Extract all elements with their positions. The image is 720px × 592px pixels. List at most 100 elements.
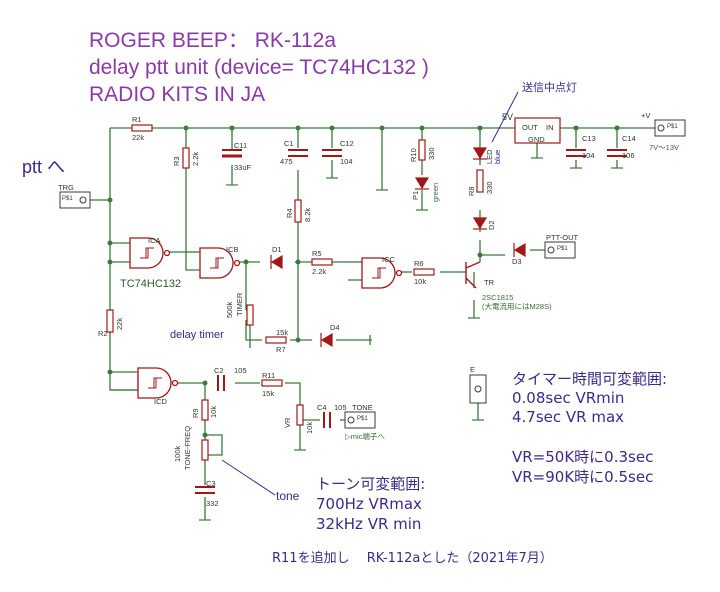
diodes <box>270 147 526 348</box>
regulator-out-label: OUT <box>522 123 538 132</box>
c4-label: C4 <box>317 403 327 412</box>
tone-freq-value: 100k <box>173 445 182 462</box>
timer-vr-label: TIMER <box>235 292 244 316</box>
capacitors <box>195 149 627 494</box>
r9-body <box>201 399 209 421</box>
r8-body <box>476 169 484 193</box>
c14-label: C14 <box>622 134 636 143</box>
r1-body <box>131 124 153 132</box>
timer-range-row-2: 4.7sec VR max <box>512 408 625 426</box>
title-line-3: RADIO KITS IN JA <box>89 83 266 106</box>
connector-pads <box>59 119 686 429</box>
c1-label: C1 <box>284 139 294 148</box>
c13-value: 104 <box>582 151 595 160</box>
c3-value: 332 <box>206 499 219 508</box>
r8-label: R8 <box>467 186 476 196</box>
r4-value: 8.2k <box>303 207 312 222</box>
tone-word: tone <box>276 489 300 503</box>
tone-range-row-2: 32kHz VR min <box>316 515 422 533</box>
plus-v-label: +V <box>641 111 651 120</box>
r10-label: R10 <box>409 148 418 162</box>
supply-label: 5V <box>502 112 514 122</box>
p1-color: green <box>431 182 440 202</box>
timer-range-row-1: 0.08sec VRmin <box>512 389 625 407</box>
annotation-pointers <box>221 91 519 496</box>
r3-body <box>182 147 190 169</box>
r10-body <box>418 139 426 161</box>
led-note: 送信中点灯 <box>522 81 577 94</box>
tr-label: TR <box>484 278 494 287</box>
c14-value: 106 <box>622 151 635 160</box>
r10-value: 330 <box>427 147 436 160</box>
trg-pad-label: P$1 <box>62 196 73 202</box>
footer-note: R11を追加し RK-112aとした（2021年7月） <box>272 551 553 566</box>
r2-label: R2 <box>98 329 108 338</box>
trg-connector-label: TRG <box>58 183 74 192</box>
tone-range-heading: トーン可変範囲: <box>316 475 426 493</box>
schmitt-marks <box>140 247 386 389</box>
r9-label: R9 <box>191 408 200 418</box>
r11-label: R11 <box>262 371 276 380</box>
chip-label: TC74HC132 <box>120 278 182 290</box>
plus-v-pad-label: P$1 <box>667 124 678 130</box>
r6-label: R6 <box>414 259 424 268</box>
vin-range: 7V〜13V <box>649 143 680 152</box>
ptt-label: ptt へ <box>22 157 66 177</box>
r8-value: 330 <box>485 181 494 194</box>
c12-label: C12 <box>340 139 354 148</box>
e-label: E <box>470 365 476 374</box>
timer-range-heading: タイマー時間可変範囲: <box>512 370 668 388</box>
wires <box>90 127 656 520</box>
regulator-in-label: IN <box>546 123 554 132</box>
mic-note: ▷mic端子へ <box>345 432 385 441</box>
c4-value: 105 <box>334 403 347 412</box>
ica-label: ICA <box>148 236 161 245</box>
delay-timer-label: delay timer <box>170 329 224 341</box>
regulator-box <box>514 117 561 144</box>
c3-label: C3 <box>206 479 216 488</box>
r2-value: 22k <box>115 317 124 330</box>
vr-label: VR <box>283 417 292 428</box>
r7-label: R7 <box>276 345 286 354</box>
tone-range-row-1: 700Hz VRmax <box>316 495 422 513</box>
ptt-out-pad-label: P$1 <box>557 246 568 252</box>
c2-value: 105 <box>234 366 247 375</box>
r9-value: 10k <box>209 405 218 418</box>
d1-label: D1 <box>272 245 282 254</box>
c12-value: 104 <box>340 157 353 166</box>
tone-connector-label: TONE <box>352 403 373 412</box>
timer-range-row-3: VR=50K時に0.3sec <box>512 448 654 466</box>
r1-value: 22k <box>132 133 145 142</box>
c13-label: C13 <box>582 134 596 143</box>
tr-note: (大電流用にはM28S) <box>482 302 552 311</box>
r4-label: R4 <box>285 208 294 218</box>
r4-body <box>294 199 302 223</box>
d4-label: D4 <box>330 323 340 332</box>
tr-type: 2SC1815 <box>482 293 514 302</box>
d3-label: D3 <box>512 257 522 266</box>
r11-value: 15k <box>262 389 275 398</box>
r5-value: 2.2k <box>312 267 327 276</box>
r5-body <box>311 258 333 266</box>
timer-vr-value: 500k <box>225 301 234 318</box>
regulator-gnd-label: GND <box>528 135 545 144</box>
icd-label: ICD <box>154 397 167 406</box>
c11-label: C11 <box>234 141 248 150</box>
r6-value: 10k <box>414 277 427 286</box>
p1-label: P1 <box>411 190 420 200</box>
tone-pad-label: P$1 <box>357 416 368 422</box>
tone-freq-label: TONE-FREQ <box>183 425 192 470</box>
r3-label: R3 <box>172 156 181 166</box>
r3-value: 2.2k <box>191 151 200 166</box>
c2-label: C2 <box>214 366 224 375</box>
icb-label: ICB <box>226 245 239 254</box>
ground-symbols <box>199 157 623 521</box>
led-color: blue <box>493 149 502 164</box>
junctions <box>107 125 620 438</box>
timer-range-row-4: VR=90K時に0.5sec <box>512 468 654 486</box>
r6-body <box>413 268 435 276</box>
r7-value: 15k <box>276 328 289 337</box>
potentiometers <box>201 304 304 461</box>
title-line-2: delay ptt unit (device= TC74HC132 ) <box>89 56 429 79</box>
